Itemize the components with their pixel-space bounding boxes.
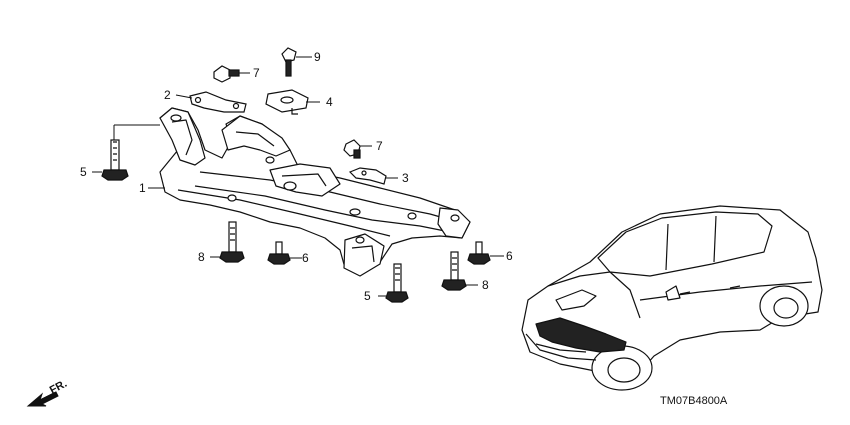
callout-7a: 7 [253, 66, 260, 80]
bolt-9 [281, 47, 297, 77]
bolt-6-left [267, 241, 291, 265]
callout-9: 9 [314, 50, 321, 64]
callout-5a: 5 [80, 165, 87, 179]
bolt-7-upper [213, 65, 240, 83]
diagram-code: TM07B4800A [660, 395, 728, 407]
direction-label: FR. [48, 378, 69, 397]
mount-4 [265, 89, 309, 115]
callout-8b: 8 [482, 278, 489, 292]
callout-3: 3 [402, 171, 409, 185]
front-direction-arrow: FR. [26, 378, 69, 407]
callout-8a: 8 [198, 250, 205, 264]
bolt-8-right [441, 251, 467, 291]
callout-1: 1 [139, 181, 146, 195]
leader-lines [92, 56, 504, 297]
callout-6a: 6 [302, 251, 309, 265]
car-locator-view [521, 205, 823, 391]
bolt-6-right [467, 241, 491, 265]
callout-6b: 6 [506, 249, 513, 263]
bracket-3 [348, 167, 387, 185]
front-subframe [159, 107, 471, 277]
bracket-2 [189, 91, 247, 113]
bolt-8-left [219, 221, 245, 263]
bolt-7-lower [343, 139, 361, 159]
callout-7b: 7 [376, 139, 383, 153]
callout-4: 4 [326, 95, 333, 109]
callout-labels: 1 2 3 4 5 5 6 6 7 7 8 8 9 [80, 50, 513, 303]
bolt-5-left [101, 139, 129, 181]
callout-2: 2 [164, 88, 171, 102]
callout-5b: 5 [364, 289, 371, 303]
bolt-5-lower [385, 263, 409, 303]
